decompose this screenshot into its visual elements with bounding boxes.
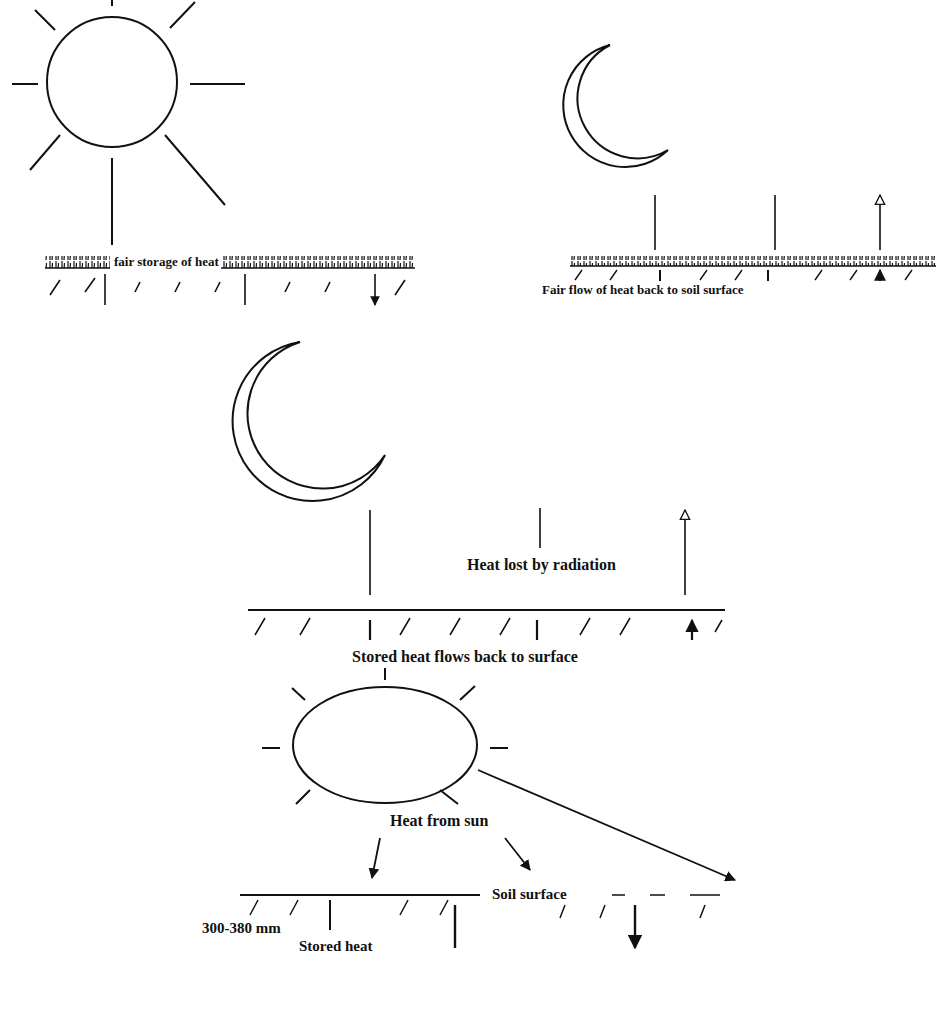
surface-label: Soil surface xyxy=(490,886,569,903)
storage-note: fair storage of heat xyxy=(112,255,221,270)
return-note: Stored heat flows back to surface xyxy=(350,648,580,666)
sun-label: Heat from sun xyxy=(388,812,490,830)
panel-night-two xyxy=(233,342,725,640)
stored-heat-label: Stored heat xyxy=(297,938,374,955)
radiation-note: Heat lost by radiation xyxy=(465,556,618,574)
panel-day-one xyxy=(12,0,415,305)
panel-day-two xyxy=(240,668,735,948)
depth-dimension: 300-380 mm xyxy=(200,920,283,937)
panel-night-one xyxy=(563,45,936,281)
flow-note: Fair flow of heat back to soil surface xyxy=(540,283,746,298)
